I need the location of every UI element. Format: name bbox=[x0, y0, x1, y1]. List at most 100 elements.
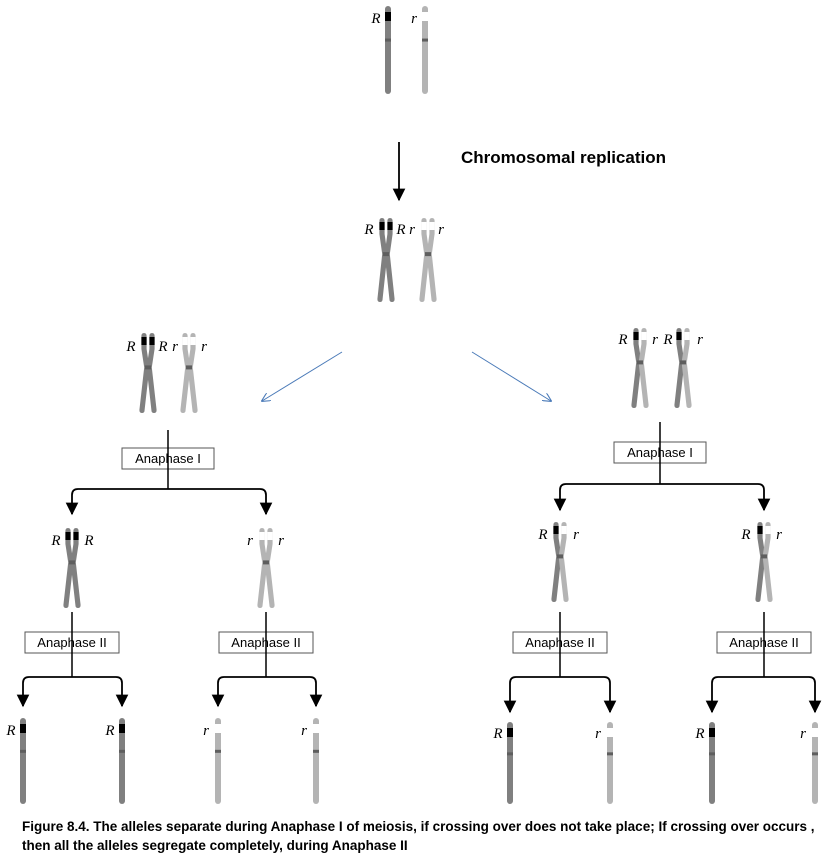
allele-band bbox=[676, 332, 682, 340]
recombinant-chromosome bbox=[674, 328, 692, 408]
chromosome-dominant bbox=[385, 6, 391, 94]
sister-chromatid-right bbox=[70, 528, 81, 608]
gamete-chromosome bbox=[215, 718, 221, 804]
allele-label: r bbox=[278, 533, 284, 549]
allele-band bbox=[141, 337, 147, 345]
anaphase-1-split bbox=[553, 422, 771, 512]
centromere bbox=[145, 365, 151, 370]
allele-band bbox=[421, 222, 427, 230]
replicated-chromosome bbox=[257, 528, 275, 608]
replicated-chromosome-recessive bbox=[419, 218, 437, 302]
chromosome-arm bbox=[119, 718, 125, 804]
chromosome-layer bbox=[20, 6, 818, 804]
allele-band bbox=[385, 12, 391, 21]
branch-bracket bbox=[559, 483, 765, 510]
allele-band bbox=[684, 332, 690, 340]
allele-label: R bbox=[395, 222, 405, 238]
chromosome-arm bbox=[507, 722, 513, 804]
centromere bbox=[69, 560, 75, 565]
centromere bbox=[680, 360, 686, 365]
replicated-chromosome bbox=[63, 528, 81, 608]
allele-band bbox=[812, 728, 818, 737]
allele-band bbox=[190, 337, 196, 345]
allele-band bbox=[313, 724, 319, 733]
allele-label: r bbox=[201, 339, 207, 355]
centromere bbox=[119, 749, 125, 753]
centromere bbox=[607, 752, 613, 756]
sister-chromatid-left bbox=[180, 333, 191, 413]
centromere bbox=[385, 38, 391, 42]
gamete-chromosome bbox=[507, 722, 513, 804]
chromosome-arm bbox=[607, 722, 613, 804]
chromosome-arm bbox=[709, 722, 715, 804]
chromosome-arm bbox=[215, 718, 221, 804]
allele-band bbox=[607, 728, 613, 737]
allele-band bbox=[633, 332, 639, 340]
sister-chromatid-left bbox=[551, 522, 562, 602]
allele-band bbox=[20, 724, 26, 733]
centromere bbox=[637, 360, 643, 365]
centromere bbox=[20, 749, 26, 753]
anaphase-2-split bbox=[705, 612, 822, 714]
recombinant-chromosome bbox=[551, 522, 569, 602]
recombinant-chromosome bbox=[631, 328, 649, 408]
centromere bbox=[761, 554, 767, 559]
allele-label: R bbox=[157, 339, 167, 355]
chromosome-arm bbox=[313, 718, 319, 804]
allele-label: r bbox=[595, 726, 601, 742]
replication-label: Chromosomal replication bbox=[461, 148, 666, 167]
allele-label: r bbox=[301, 723, 307, 739]
allele-band bbox=[765, 526, 771, 534]
gamete-chromosome bbox=[709, 722, 715, 804]
sister-chromatid-right bbox=[638, 328, 649, 408]
chromosome-arm bbox=[20, 718, 26, 804]
allele-band bbox=[379, 222, 385, 230]
allele-band bbox=[149, 337, 155, 345]
gamete-chromosome bbox=[119, 718, 125, 804]
allele-label: r bbox=[203, 723, 209, 739]
replicated-chromosome-dominant bbox=[139, 333, 157, 413]
anaphase-2-split bbox=[503, 612, 617, 714]
allele-label: R bbox=[50, 533, 60, 549]
chromosome-arm bbox=[422, 6, 428, 94]
sister-chromatid-right bbox=[384, 218, 395, 302]
sister-chromatid-left bbox=[139, 333, 150, 413]
branch-arrow-crossover bbox=[471, 351, 551, 401]
allele-label: R bbox=[363, 222, 373, 238]
allele-label: R bbox=[537, 527, 547, 543]
branch-bracket bbox=[71, 488, 267, 514]
allele-label: R bbox=[740, 527, 750, 543]
allele-band bbox=[507, 728, 513, 737]
allele-band bbox=[709, 728, 715, 737]
allele-label: R bbox=[5, 723, 15, 739]
allele-band bbox=[119, 724, 125, 733]
branch-arrow-no-crossover bbox=[262, 351, 343, 401]
gamete-chromosome bbox=[812, 722, 818, 804]
allele-label: R bbox=[125, 339, 135, 355]
sister-chromatid-left bbox=[257, 528, 268, 608]
recombinant-chromosome bbox=[755, 522, 773, 602]
gamete-chromosome bbox=[313, 718, 319, 804]
gamete-chromosome bbox=[20, 718, 26, 804]
sister-chromatid-right bbox=[264, 528, 275, 608]
figure-caption: Figure 8.4. The alleles separate during … bbox=[22, 819, 815, 853]
allele-band bbox=[215, 724, 221, 733]
allele-label: r bbox=[172, 339, 178, 355]
centromere bbox=[215, 749, 221, 753]
allele-label: r bbox=[411, 11, 417, 27]
allele-label: r bbox=[573, 527, 579, 543]
allele-label: R bbox=[104, 723, 114, 739]
allele-band bbox=[561, 526, 567, 534]
centromere bbox=[186, 365, 192, 370]
replicated-chromosome-dominant bbox=[377, 218, 395, 302]
branch-bracket bbox=[22, 676, 123, 706]
allele-band bbox=[757, 526, 763, 534]
sister-chromatid-right bbox=[187, 333, 198, 413]
allele-label: r bbox=[697, 332, 703, 348]
sister-chromatid-left bbox=[674, 328, 685, 408]
allele-label: r bbox=[776, 527, 782, 543]
chromosome-arm bbox=[812, 722, 818, 804]
allele-label: R bbox=[370, 11, 380, 27]
